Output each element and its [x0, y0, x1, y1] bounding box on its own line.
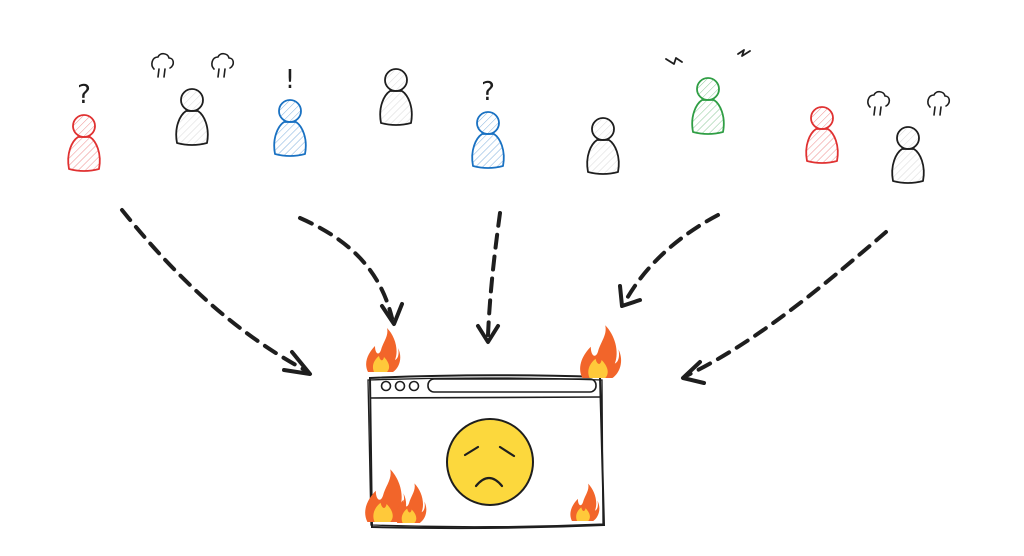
window-dot-icon — [380, 380, 392, 392]
arrowhead-4 — [618, 284, 642, 308]
arrows-group — [120, 208, 888, 377]
arrow-4 — [623, 213, 720, 304]
people-group: ?!? — [67, 49, 951, 184]
person-blue-surprised: ! — [273, 65, 307, 157]
window-dot-icon — [394, 380, 406, 392]
arrowheads-group — [282, 284, 706, 385]
person-black-neutral — [586, 117, 620, 175]
address-bar — [427, 378, 597, 393]
person-black-neutral — [379, 68, 413, 126]
arrowhead-3 — [476, 324, 500, 344]
person-black-angry — [151, 52, 235, 146]
question-mark: ? — [481, 77, 495, 107]
steam-puff-icon — [151, 52, 175, 78]
exclamation-mark: ! — [285, 65, 295, 95]
fire-icon — [580, 325, 622, 378]
question-mark: ? — [77, 80, 91, 110]
steam-puff-icon — [867, 90, 891, 116]
fire-icon — [366, 328, 401, 372]
arrowhead-1 — [282, 350, 312, 376]
browser-toolbar-divider — [369, 396, 603, 399]
lightning-bolt-icon — [737, 49, 751, 57]
arrowhead-5 — [681, 360, 706, 385]
person-blue-confused: ? — [471, 77, 505, 169]
lightning-bolt-icon — [665, 57, 683, 65]
arrow-1 — [120, 208, 307, 372]
person-green-frustrated — [665, 49, 751, 135]
fire-icon — [365, 469, 407, 522]
steam-puff-icon — [211, 52, 235, 78]
person-red-neutral — [805, 106, 839, 164]
fire-icon — [570, 483, 600, 521]
steam-puff-icon — [927, 90, 951, 116]
arrow-3 — [486, 211, 502, 337]
person-black-angry — [867, 90, 951, 184]
arrowhead-2 — [380, 302, 404, 326]
window-dot-icon — [408, 380, 420, 392]
arrow-2 — [298, 216, 394, 320]
frowning-face-icon — [446, 418, 534, 506]
arrow-5 — [686, 230, 888, 377]
browser-window — [367, 374, 606, 530]
fires-group — [365, 325, 622, 523]
fire-icon — [395, 483, 427, 523]
person-red-confused: ? — [67, 80, 101, 172]
